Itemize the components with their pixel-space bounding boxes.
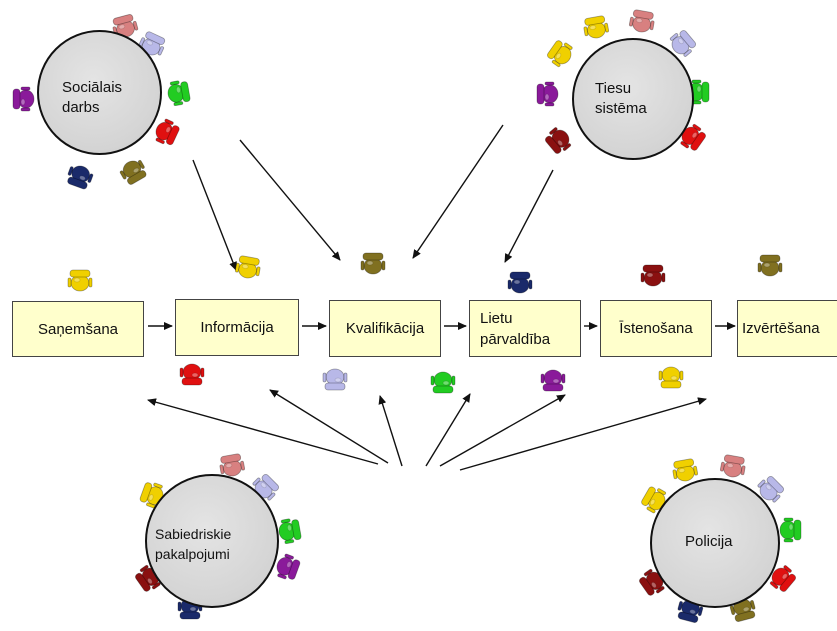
chair-icon-purple-13 xyxy=(536,81,559,107)
chair-icon-green-36 xyxy=(779,517,802,543)
chair-icon-red-3 xyxy=(151,116,182,149)
chair-icon-olive-17 xyxy=(360,252,386,275)
round-table-public-services xyxy=(145,474,279,608)
chair-icon-yellow-15 xyxy=(67,269,93,292)
chair-icon-maroon-12 xyxy=(542,123,575,157)
stage-box-qualification: Kvalifikācija xyxy=(329,300,441,357)
chair-icon-pink-8 xyxy=(627,8,657,35)
stage-label-information: Informācija xyxy=(200,319,274,336)
arrow-social-work-to-information xyxy=(192,159,237,271)
stage-label-implementation: Īstenošana xyxy=(619,320,693,337)
stage-box-receipt: Saņemšana xyxy=(12,301,144,357)
stage-label-case-management: Lietu pārvaldība xyxy=(480,309,551,348)
stage-box-case-management: Lietu pārvaldība xyxy=(469,300,581,357)
round-table-police xyxy=(650,478,780,608)
chair-icon-yellow-16 xyxy=(233,254,263,281)
chair-icon-olive-20 xyxy=(757,254,783,277)
table-label-justice-system: Tiesu sistēma xyxy=(595,80,647,117)
chair-icon-olive-4 xyxy=(117,155,150,188)
arrow-lower-to-implementation xyxy=(439,394,566,467)
arrow-lower-to-evaluation xyxy=(459,397,707,471)
chair-icon-purple-24 xyxy=(540,369,566,392)
stage-box-evaluation: Izvērtēšana xyxy=(737,300,837,357)
chair-icon-red-21 xyxy=(179,363,205,386)
stage-label-receipt: Saņemšana xyxy=(37,320,119,338)
table-label-public-services: Sabiedriskie pakalpojumi xyxy=(155,526,232,562)
arrow-lower-to-information xyxy=(269,389,389,464)
chair-icon-yellow-25 xyxy=(658,366,684,389)
round-table-social-work xyxy=(37,30,162,155)
chair-icon-green-28 xyxy=(276,516,303,546)
stage-label-qualification: Kvalifikācija xyxy=(345,320,425,337)
stage-box-implementation: Īstenošana xyxy=(600,300,712,357)
chair-icon-navy-18 xyxy=(507,271,533,294)
chair-icon-purple-29 xyxy=(272,551,302,583)
arrow-justice-to-case-management xyxy=(504,169,554,263)
arrow-social-work-to-qualification xyxy=(239,139,341,261)
arrows xyxy=(147,124,736,471)
chair-icon-pink-34 xyxy=(718,453,748,480)
chair-icon-yellow-14 xyxy=(544,37,577,71)
chair-icon-green-23 xyxy=(430,371,456,394)
table-label-social-work: Sociālais darbs xyxy=(62,79,123,116)
chair-icon-yellow-33 xyxy=(670,457,700,484)
chair-icon-lavender-22 xyxy=(322,368,348,391)
stage-label-evaluation: Izvērtēšana xyxy=(742,320,820,337)
table-label-police: Policija xyxy=(685,533,733,550)
arrow-justice-to-qualification xyxy=(412,124,504,259)
chair-icon-navy-5 xyxy=(64,161,96,191)
arrow-lower-to-receipt xyxy=(147,398,379,465)
chair-icon-maroon-19 xyxy=(640,264,666,287)
arrow-lower-to-case-management xyxy=(425,393,471,467)
chair-icon-yellow-7 xyxy=(581,14,611,41)
chair-icon-green-2 xyxy=(165,78,192,108)
chair-icon-purple-6 xyxy=(12,86,35,112)
round-table-justice-system xyxy=(572,38,694,160)
stage-box-information: Informācija xyxy=(175,299,299,356)
arrow-lower-to-qualification xyxy=(378,395,403,467)
